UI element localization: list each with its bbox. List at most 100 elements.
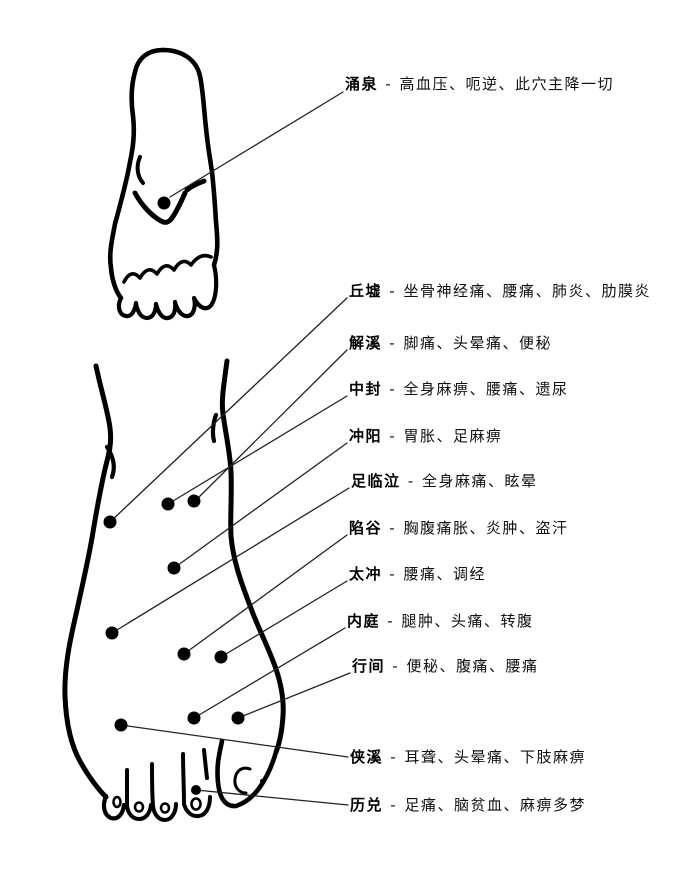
acupoint-label-10: 侠溪 - 耳聋、头晕痛、下肢麻痹 — [350, 747, 586, 767]
foot-outline — [160, 47, 220, 268]
label-separator: - — [384, 748, 404, 766]
acupoint-conditions: 腰痛、调经 — [403, 565, 486, 583]
acupoint-label-6: 陷谷 - 胸腹痛胀、炎肿、盗汗 — [349, 518, 568, 538]
big-toe-outline — [215, 738, 279, 809]
instep-notch — [135, 155, 145, 185]
toe-nail — [112, 795, 122, 809]
ball-crease-line — [122, 253, 213, 284]
toe-nail — [190, 797, 202, 811]
acupoint-name: 太冲 — [349, 565, 383, 583]
acupoint-label-0: 涌泉 - 高血压、呃逆、此穴主降一切 — [345, 74, 614, 94]
acupoint-name: 冲阳 — [349, 427, 383, 445]
leader-line-9 — [237, 672, 351, 719]
medial-outline — [219, 358, 286, 755]
acupoint-dot-6 — [177, 647, 191, 661]
leader-line-2 — [193, 349, 348, 503]
acupoint-conditions: 脚痛、头晕痛、便秘 — [403, 334, 552, 352]
acupoint-dot-10 — [114, 718, 128, 732]
leader-line-6 — [183, 534, 348, 655]
acupoint-conditions: 全身麻痛、眩晕 — [421, 472, 538, 490]
toes-outline — [116, 262, 219, 321]
dorsum-foot-illustration — [62, 358, 286, 822]
label-separator: - — [383, 334, 403, 352]
leader-line-8 — [193, 627, 346, 719]
third-toe-outline — [151, 802, 178, 822]
leader-line-11 — [195, 789, 349, 806]
leader-line-7 — [220, 580, 348, 658]
toe-separator — [181, 752, 186, 806]
leader-line-4 — [173, 442, 348, 569]
lateral-outline — [62, 363, 114, 800]
toe-separator — [150, 762, 155, 808]
acupoint-label-2: 解溪 - 脚痛、头晕痛、便秘 — [349, 333, 552, 353]
medial-ankle-mark — [210, 412, 219, 444]
acupoint-dot-11 — [191, 785, 201, 795]
acupoint-name: 涌泉 — [345, 75, 379, 93]
lateral-ankle-mark — [104, 444, 116, 480]
label-separator: - — [383, 282, 403, 300]
acupoint-dot-3 — [161, 497, 175, 511]
label-separator: - — [383, 427, 403, 445]
acupoint-dots — [103, 196, 245, 795]
acupoint-name: 丘墟 — [349, 282, 383, 300]
acupoint-dot-7 — [214, 650, 228, 664]
label-separator: - — [383, 519, 403, 537]
acupoint-conditions: 足痛、脑贫血、麻痹多梦 — [404, 796, 586, 814]
acupoint-label-11: 历兑 - 足痛、脑贫血、麻痹多梦 — [350, 795, 586, 815]
fourth-toe-outline — [125, 803, 153, 821]
acupoint-conditions: 坐骨神经痛、腰痛、肺炎、肋膜炎 — [403, 282, 651, 300]
acupoint-label-3: 中封 - 全身麻痹、腰痛、遗尿 — [349, 379, 568, 399]
leader-line-10 — [120, 724, 349, 758]
label-separator: - — [401, 472, 421, 490]
toe-nail — [133, 801, 145, 813]
acupoint-name: 足临泣 — [351, 472, 401, 490]
acupoint-name: 内庭 — [347, 612, 381, 630]
acupoint-conditions: 胸腹痛胀、炎肿、盗汗 — [403, 519, 569, 537]
toe-separator — [202, 748, 209, 780]
acupoint-name: 陷谷 — [349, 519, 383, 537]
acupoint-dot-9 — [231, 711, 245, 725]
acupoint-dot-0 — [157, 196, 171, 210]
yongquan-v-mark — [184, 178, 207, 193]
yongquan-v-mark — [132, 190, 188, 225]
acupoint-name: 历兑 — [350, 796, 384, 814]
leader-line-3 — [167, 395, 348, 505]
acupoint-conditions: 腿肿、头痛、转腹 — [401, 612, 534, 630]
label-separator: - — [381, 612, 401, 630]
acupoint-name: 侠溪 — [350, 748, 384, 766]
toe-nail — [159, 802, 171, 814]
acupoint-conditions: 耳聋、头晕痛、下肢麻痹 — [404, 748, 586, 766]
acupoint-dot-5 — [105, 626, 119, 640]
acupoint-label-8: 内庭 - 腿肿、头痛、转腹 — [347, 611, 533, 631]
acupoint-name: 解溪 — [349, 334, 383, 352]
acupoint-conditions: 便秘、腹痛、腰痛 — [406, 657, 539, 675]
leader-line-5 — [111, 487, 350, 634]
acupoint-name: 中封 — [349, 380, 383, 398]
label-separator: - — [386, 657, 406, 675]
label-separator: - — [384, 796, 404, 814]
foot-outline — [107, 47, 166, 301]
second-toe-outline — [182, 795, 212, 819]
acupoint-conditions: 高血压、呃逆、此穴主降一切 — [399, 75, 614, 93]
sole-foot-illustration — [107, 47, 220, 321]
label-separator: - — [383, 565, 403, 583]
acupoint-dot-4 — [167, 561, 181, 575]
label-separator: - — [383, 380, 403, 398]
acupoint-conditions: 胃胀、足麻痹 — [403, 427, 503, 445]
label-separator: - — [379, 75, 399, 93]
acupoint-label-9: 行间 - 便秘、腹痛、腰痛 — [352, 656, 538, 676]
acupoint-name: 行间 — [352, 657, 386, 675]
acupoint-dot-1 — [103, 515, 117, 529]
acupoint-label-4: 冲阳 - 胃胀、足麻痹 — [349, 426, 502, 446]
little-toe-outline — [101, 793, 127, 821]
acupoint-dot-8 — [187, 711, 201, 725]
leader-line-1 — [109, 297, 348, 523]
acupoint-label-7: 太冲 - 腰痛、调经 — [349, 564, 486, 584]
leader-line-0 — [169, 91, 344, 198]
acupoint-label-1: 丘墟 - 坐骨神经痛、腰痛、肺炎、肋膜炎 — [349, 281, 651, 301]
leader-lines — [109, 91, 351, 806]
big-toe-nail-dot — [260, 779, 264, 783]
acupoint-conditions: 全身麻痹、腰痛、遗尿 — [403, 380, 569, 398]
